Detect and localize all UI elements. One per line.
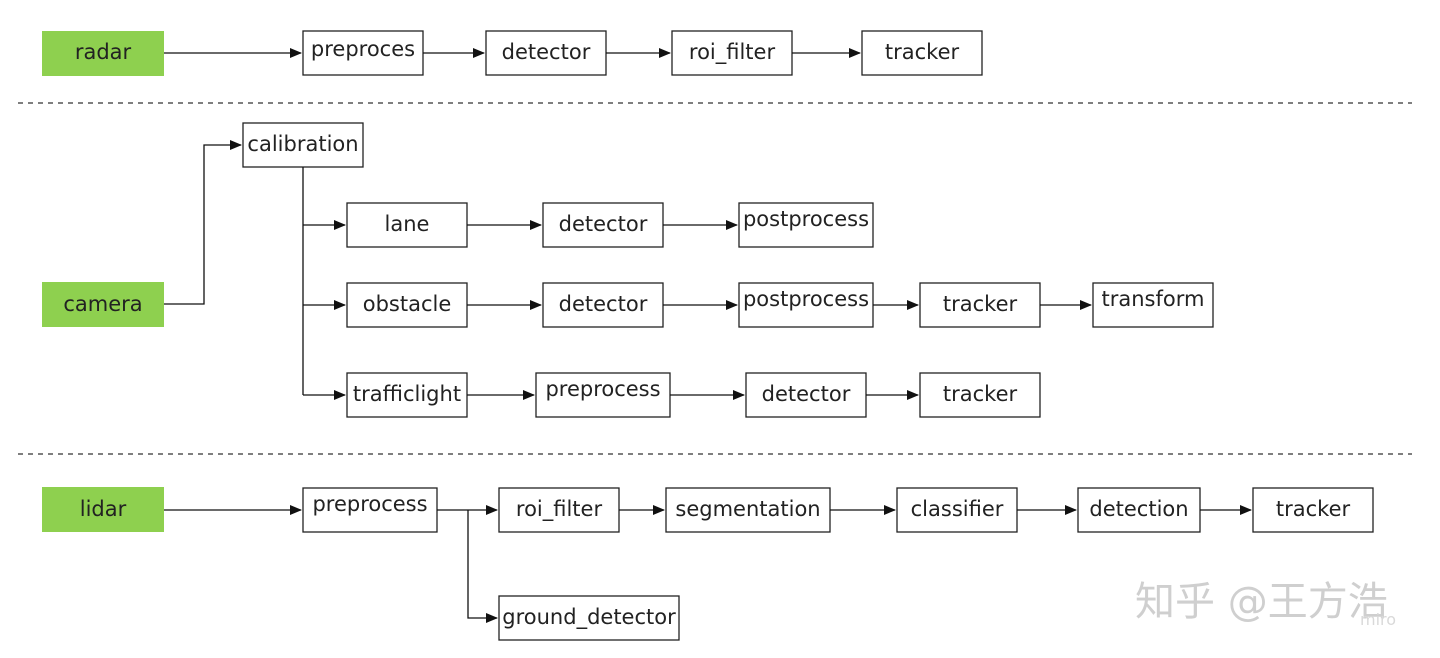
svg-text:preproces: preproces (311, 37, 415, 61)
lidar-tracker-node: tracker (1252, 487, 1374, 533)
svg-text:preprocess: preprocess (312, 492, 427, 516)
svg-text:lane: lane (385, 212, 430, 236)
obstacle-node: obstacle (346, 282, 468, 328)
svg-text:lidar: lidar (80, 497, 127, 521)
zhihu-watermark: 知乎 @王方浩 (1135, 579, 1388, 625)
radar-detector-node: detector (485, 30, 607, 76)
svg-text:detection: detection (1089, 497, 1188, 521)
transform-node: transform (1092, 282, 1214, 328)
svg-text:detector: detector (559, 292, 648, 316)
obstacle-postprocess-node: postprocess (738, 282, 874, 328)
trafficlight-tracker-node: tracker (919, 372, 1041, 418)
radar-node: radar (42, 31, 164, 76)
svg-text:ground_detector: ground_detector (502, 605, 676, 630)
lidar-node: lidar (42, 487, 164, 532)
radar-tracker-node: tracker (861, 30, 983, 76)
camera-node: camera (42, 282, 164, 327)
svg-text:radar: radar (75, 40, 132, 64)
classifier-node: classifier (896, 487, 1018, 533)
miro-watermark: miro (1360, 610, 1396, 629)
svg-text:calibration: calibration (247, 132, 358, 156)
radar-roi-filter-node: roi_filter (671, 30, 793, 76)
svg-text:transform: transform (1102, 287, 1205, 311)
segmentation-node: segmentation (665, 487, 831, 533)
svg-text:roi_filter: roi_filter (516, 497, 603, 522)
trafficlight-detector-node: detector (745, 372, 867, 418)
lane-node: lane (346, 202, 468, 248)
calibration-node: calibration (242, 122, 364, 168)
lidar-preprocess-node: preprocess (302, 487, 438, 533)
svg-text:preprocess: preprocess (545, 377, 660, 401)
svg-text:segmentation: segmentation (675, 497, 820, 521)
radar-preproces-node: preproces (302, 30, 424, 76)
obstacle-detector-node: detector (542, 282, 664, 328)
svg-text:trafficlight: trafficlight (353, 382, 461, 406)
svg-text:postprocess: postprocess (743, 207, 869, 231)
lidar-roi-filter-node: roi_filter (498, 487, 620, 533)
svg-text:roi_filter: roi_filter (689, 40, 776, 65)
lane-postprocess-node: postprocess (738, 202, 874, 248)
svg-text:tracker: tracker (943, 292, 1018, 316)
svg-text:camera: camera (63, 292, 142, 316)
obstacle-tracker-node: tracker (919, 282, 1041, 328)
svg-text:tracker: tracker (1276, 497, 1351, 521)
trafficlight-node: trafficlight (346, 372, 468, 418)
svg-text:detector: detector (559, 212, 648, 236)
svg-text:detector: detector (762, 382, 851, 406)
svg-text:obstacle: obstacle (363, 292, 452, 316)
svg-text:postprocess: postprocess (743, 287, 869, 311)
detection-node: detection (1077, 487, 1201, 533)
trafficlight-preprocess-node: preprocess (535, 372, 671, 418)
ground-detector-node: ground_detector (498, 595, 680, 641)
svg-text:classifier: classifier (911, 497, 1004, 521)
lane-detector-node: detector (542, 202, 664, 248)
svg-text:tracker: tracker (885, 40, 960, 64)
connector-arrow (164, 140, 242, 305)
connector-arrow (467, 510, 498, 623)
svg-text:tracker: tracker (943, 382, 1018, 406)
svg-text:detector: detector (502, 40, 591, 64)
